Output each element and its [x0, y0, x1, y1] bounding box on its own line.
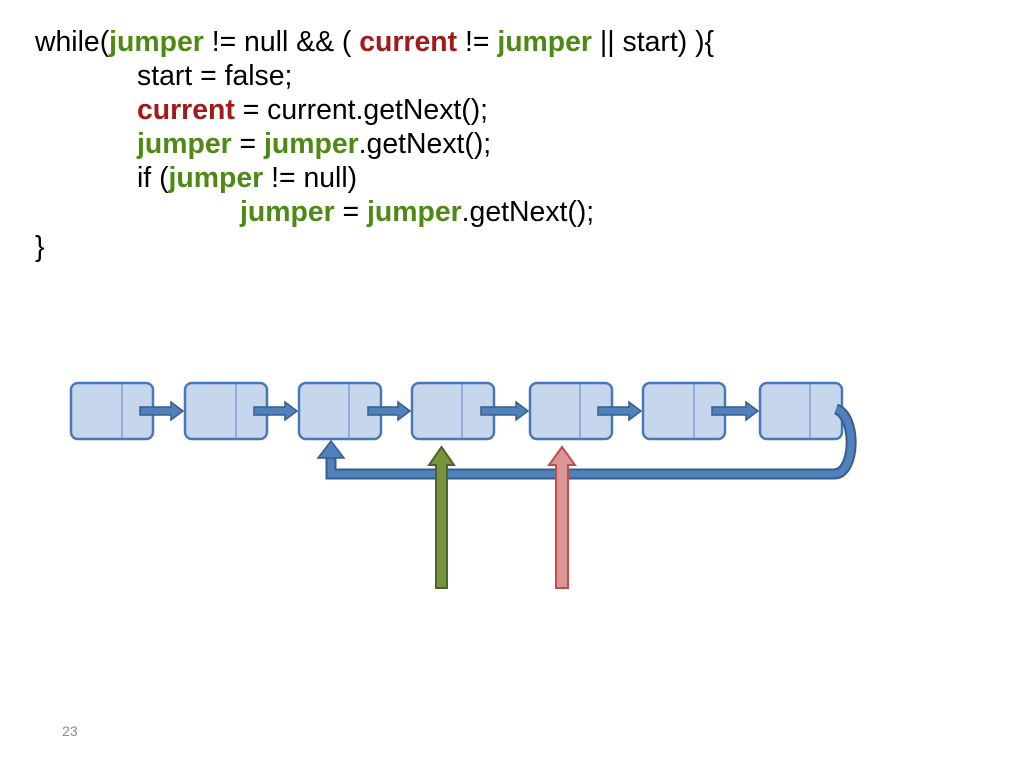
code-block: while(jumper != null && ( current != jum… — [0, 25, 1000, 264]
code-identifier-jumper: jumper — [168, 162, 264, 195]
code-text: = — [334, 196, 368, 229]
red-pointer-arrow — [547, 445, 577, 589]
node-box — [758, 381, 844, 441]
code-text: != null && ( — [203, 26, 360, 58]
code-line-2: start = false; — [0, 59, 1000, 93]
code-text: != — [457, 26, 498, 58]
next-pointer-arrow-2 — [253, 400, 299, 422]
code-text: } — [35, 230, 45, 263]
code-line-3: current = current.getNext(); — [0, 93, 1000, 127]
code-text: while( — [35, 26, 110, 58]
code-text: .getNext(); — [358, 128, 492, 161]
code-line-4: jumper = jumper.getNext(); — [0, 127, 1000, 161]
cycle-arrow-head — [316, 439, 346, 459]
code-text: .getNext(); — [461, 196, 595, 229]
next-pointer-arrow-1 — [139, 400, 185, 422]
next-pointer-arrow-3 — [367, 400, 412, 422]
slide-number: 23 — [62, 724, 78, 740]
code-identifier-jumper: jumper — [109, 26, 204, 58]
code-line-1: while(jumper != null && ( current != jum… — [0, 25, 1000, 59]
code-line-6: jumper = jumper.getNext(); — [0, 195, 1000, 229]
code-text: = current.getNext(); — [234, 94, 489, 127]
code-identifier-jumper: jumper — [264, 128, 359, 161]
code-text: = — [231, 128, 265, 161]
next-pointer-arrow-5 — [597, 400, 643, 422]
code-identifier-jumper: jumper — [137, 128, 232, 161]
cycle-back-arrow — [316, 403, 857, 480]
code-identifier-jumper: jumper — [367, 196, 462, 229]
code-identifier-jumper: jumper — [240, 196, 335, 229]
next-pointer-arrow-4 — [480, 400, 530, 422]
list-node-6 — [641, 381, 727, 441]
green-pointer-arrow — [427, 445, 456, 589]
cycle-arrow-body — [327, 405, 855, 478]
code-text: || start) ){ — [591, 26, 715, 58]
code-line-7: } — [0, 230, 1000, 264]
code-identifier-jumper: jumper — [497, 26, 592, 58]
code-identifier-current: current — [137, 94, 235, 127]
code-identifier-current: current — [359, 26, 458, 58]
code-text: != null) — [263, 162, 358, 195]
list-node-7 — [758, 381, 844, 441]
code-text: if ( — [137, 162, 169, 195]
code-text: start = false; — [137, 60, 293, 93]
code-line-5: if (jumper != null) — [0, 161, 1000, 195]
next-pointer-arrow-6 — [711, 400, 760, 422]
